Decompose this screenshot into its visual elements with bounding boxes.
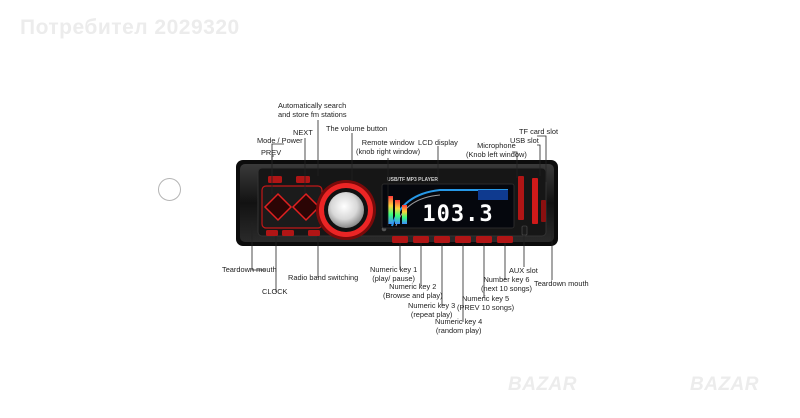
numeric-key-6[interactable] (497, 236, 513, 243)
teardown-left-button[interactable] (266, 230, 278, 236)
label-radio-band: Radio band switching (288, 273, 359, 282)
label-microphone-line2: (Knob left window) (466, 149, 527, 159)
brand-mark-1: BAZAR (508, 374, 577, 395)
label-lcd-display: LCD display (418, 138, 458, 147)
label-remote-window-line2: (knob right window) (356, 146, 421, 156)
numeric-keys (392, 236, 513, 243)
numeric-key-2[interactable] (413, 236, 429, 243)
label-numeric-key-2-line1: Numeric key 2 (389, 282, 437, 291)
right-slots (518, 176, 546, 236)
label-numeric-key-4-line2: (random play) (435, 325, 482, 335)
label-volume-button: The volume button (326, 124, 388, 133)
auto-search-button[interactable] (296, 176, 310, 183)
volume-knob[interactable] (316, 180, 376, 240)
numeric-key-3[interactable] (434, 236, 450, 243)
label-numeric-key-3: Numeric key 3 (repeat play) (408, 301, 456, 319)
label-tf-card-slot: TF card slot (519, 127, 559, 136)
label-numeric-key-5-line1: Numeric key 5 (461, 294, 510, 303)
tf-card-slot[interactable] (532, 178, 538, 224)
label-remote-window: Remote window (knob right window) (356, 138, 421, 156)
label-numeric-key-5: Numeric key 5 (PREV 10 songs) (457, 294, 515, 312)
left-button-cluster (261, 176, 323, 236)
label-numeric-key-6-line2: (next 10 songs) (481, 283, 532, 293)
label-numeric-key-4: Numeric key 4 (random play) (435, 317, 483, 335)
label-numeric-key-1-line1: Numeric key 1 (370, 265, 418, 274)
usb-slot[interactable] (518, 176, 524, 220)
numeric-key-1[interactable] (392, 236, 408, 243)
label-numeric-key-1: Numeric key 1 (play/ pause) (370, 265, 418, 283)
label-numeric-key-3-line2: (repeat play) (410, 309, 453, 319)
label-auto-search-line1: Automatically search (278, 101, 347, 110)
label-numeric-key-3-line1: Numeric key 3 (408, 301, 456, 310)
label-numeric-key-6: Number key 6 (next 10 songs) (481, 275, 532, 293)
label-numeric-key-1-line2: (play/ pause) (372, 273, 415, 283)
radio-circle[interactable] (158, 178, 181, 201)
label-prev: PREV (261, 148, 282, 157)
label-mode-power: Mode / Power (257, 136, 303, 145)
label-numeric-key-5-line2: (PREV 10 songs) (457, 302, 515, 312)
leader-lines (251, 120, 553, 322)
aux-slot[interactable] (521, 225, 528, 236)
label-next: NEXT (293, 128, 313, 137)
label-usb-slot: USB slot (510, 136, 539, 145)
clock-button[interactable] (282, 230, 294, 236)
lcd-frequency-readout: 103.3 (422, 202, 493, 227)
prev-button[interactable] (263, 192, 293, 222)
watermark-text: Потребител 2029320 (20, 16, 240, 39)
numeric-key-5[interactable] (476, 236, 492, 243)
label-clock: CLOCK (262, 287, 288, 296)
label-teardown-left: Teardown mouth (222, 265, 277, 274)
mode-power-button[interactable] (268, 176, 282, 183)
label-numeric-key-6-line1: Number key 6 (483, 275, 530, 284)
label-numeric-key-2: Numeric key 2 (Browse and play) (383, 282, 443, 300)
numeric-key-4[interactable] (455, 236, 471, 243)
label-aux-slot: AUX slot (509, 266, 538, 275)
brand-mark-2: BAZAR (690, 374, 759, 395)
label-microphone: Microphone (Knob left window) (466, 141, 527, 159)
label-microphone-line1: Microphone (477, 141, 516, 150)
label-auto-search: Automatically search and store fm statio… (278, 101, 347, 119)
label-remote-window-line1: Remote window (361, 138, 415, 147)
lcd-display: 103.3 (381, 183, 515, 229)
next-button[interactable] (291, 192, 321, 222)
label-numeric-key-2-line2: (Browse and play) (383, 290, 443, 300)
teardown-right-button[interactable] (541, 200, 546, 222)
label-auto-search-line2: and store fm stations (278, 109, 347, 119)
faceplate-label: USB/TF MP3 PLAYER (387, 177, 438, 183)
label-teardown-right: Teardown mouth (534, 279, 589, 288)
label-numeric-key-4-line1: Numeric key 4 (435, 317, 483, 326)
band-button[interactable] (308, 230, 320, 236)
